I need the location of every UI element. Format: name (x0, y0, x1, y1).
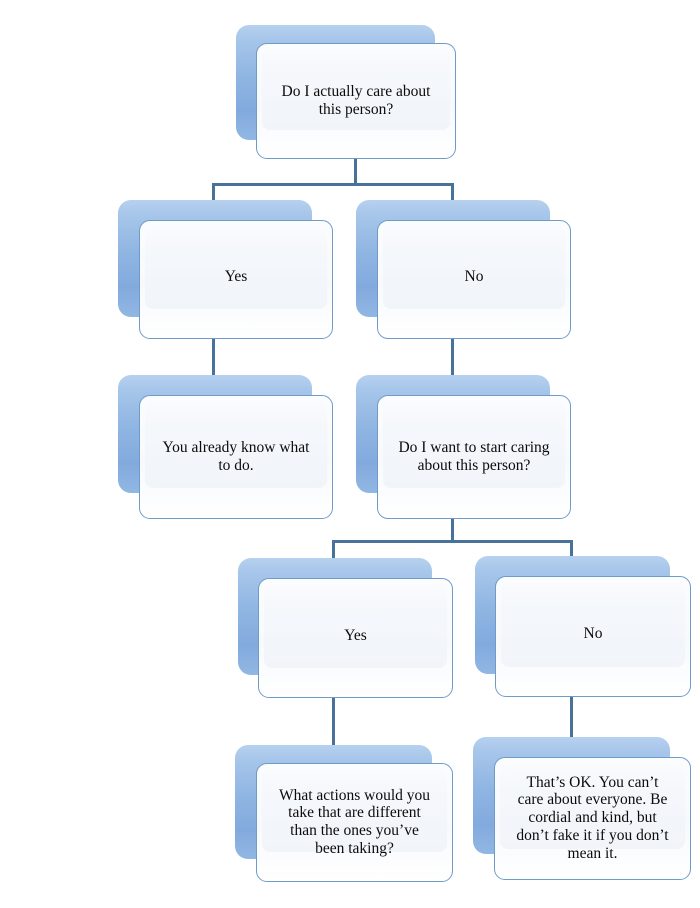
connector-n3-to-n5 (451, 336, 454, 394)
flowchart-node-n2[interactable]: Yes (118, 200, 333, 339)
node-label: Do I want to start caring about this per… (398, 439, 550, 474)
connector-to-n6 (332, 540, 335, 560)
node-card: Do I want to start caring about this per… (377, 395, 571, 519)
connector-n5-stem (451, 512, 454, 542)
flowchart-node-n3[interactable]: No (356, 200, 571, 339)
node-label: You already know what to do. (162, 439, 310, 474)
flowchart-node-n8[interactable]: What actions would you take that are dif… (235, 745, 453, 882)
node-label: No (583, 625, 603, 643)
connector-n6-to-n8 (332, 696, 335, 754)
node-card: Do I actually care about this person? (256, 43, 456, 159)
node-card: That’s OK. You can’t care about everyone… (494, 757, 691, 880)
node-label: Yes (224, 268, 248, 286)
node-card: You already know what to do. (139, 395, 333, 519)
node-label: Yes (344, 626, 367, 644)
connector-to-n3 (451, 183, 454, 203)
connector-to-n7 (570, 540, 573, 560)
connector-row2-bar (212, 183, 454, 186)
flowchart-node-n6[interactable]: Yes (238, 558, 453, 698)
node-card: No (377, 220, 571, 339)
node-card: Yes (139, 220, 333, 339)
node-card: No (495, 576, 691, 697)
node-label: No (464, 268, 484, 286)
flowchart-node-n7[interactable]: No (475, 556, 691, 697)
flowchart-node-n4[interactable]: You already know what to do. (118, 375, 333, 520)
node-label: That’s OK. You can’t care about everyone… (516, 773, 669, 863)
connector-n2-to-n4 (212, 336, 215, 394)
node-card: What actions would you take that are dif… (256, 763, 453, 882)
node-label: What actions would you take that are dif… (278, 786, 431, 858)
node-label: Do I actually care about this person? (281, 83, 431, 118)
flowchart-node-n5[interactable]: Do I want to start caring about this per… (356, 375, 571, 520)
node-card: Yes (258, 578, 453, 698)
connector-row4-bar (332, 540, 573, 543)
connector-to-n2 (212, 183, 215, 203)
flowchart-node-n9[interactable]: That’s OK. You can’t care about everyone… (473, 737, 691, 880)
connector-n1-stem (354, 156, 357, 185)
flowchart-node-n1[interactable]: Do I actually care about this person? (236, 25, 456, 159)
connector-n7-to-n9 (570, 696, 573, 746)
